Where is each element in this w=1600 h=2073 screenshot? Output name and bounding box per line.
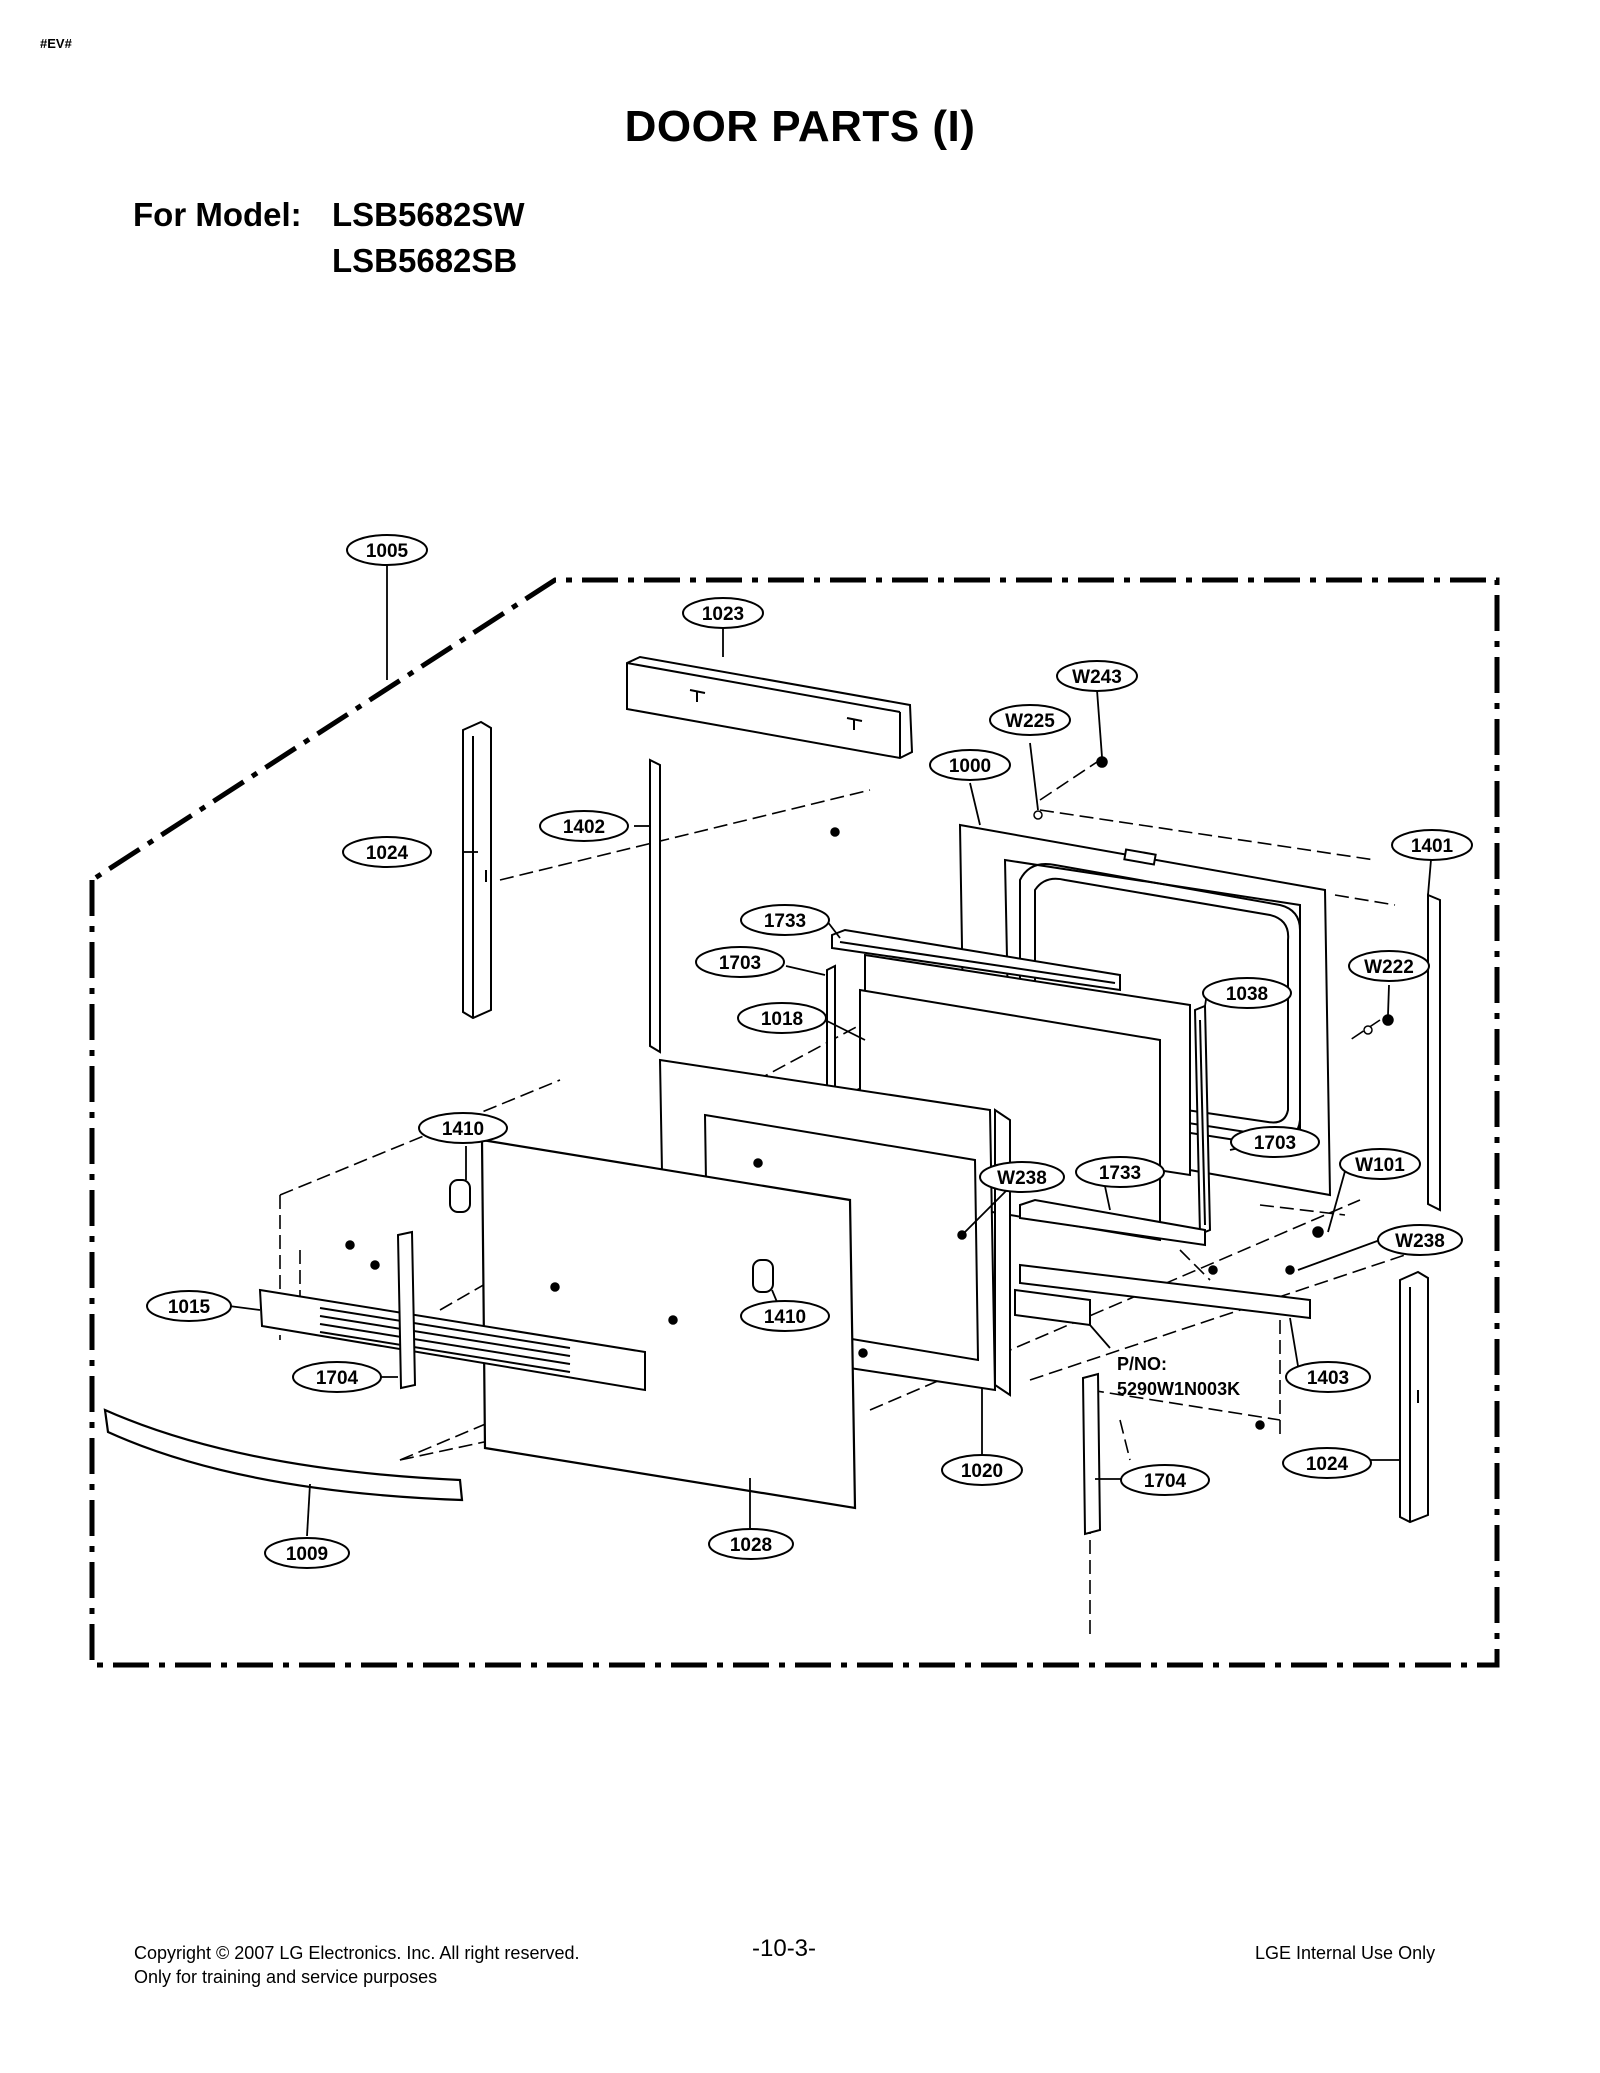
callout-1028 (708, 1528, 794, 1560)
callout-label: W101 (1355, 1155, 1405, 1176)
callout-label: 1015 (168, 1297, 211, 1318)
callout-label: 1704 (1144, 1471, 1187, 1492)
callout-1038 (1202, 977, 1292, 1009)
callout-label: W238 (1395, 1231, 1445, 1252)
callout-1015 (146, 1290, 232, 1322)
model-label: For Model: (133, 196, 302, 233)
callout-label: 1009 (286, 1544, 328, 1565)
callout-label: 1024 (366, 843, 409, 864)
pno-label: P/NO: (1117, 1354, 1167, 1374)
page-number: -10-3- (752, 1935, 817, 1962)
callout-label: W225 (1005, 711, 1055, 732)
callout-label: 1410 (442, 1119, 484, 1140)
callout-1704-right (1120, 1464, 1210, 1496)
callout-label: 1733 (764, 911, 806, 932)
callout-1020 (941, 1454, 1023, 1486)
callout-1704-left (292, 1361, 382, 1393)
callout-w225 (989, 704, 1071, 736)
bottom-rail (1019, 1198, 1206, 1247)
top-bar (626, 655, 914, 760)
page-title: DOOR PARTS (I) (624, 102, 976, 151)
footer-copyright: Copyright © 2007 LG Electronics. Inc. Al… (134, 1943, 580, 1963)
callout-1401 (1391, 829, 1473, 861)
callout-label: W243 (1072, 667, 1122, 688)
callout-w238-right (1377, 1224, 1463, 1256)
model-number-2: LSB5682SB (332, 242, 518, 279)
callout-1018 (737, 1002, 827, 1034)
callout-label: 1704 (316, 1368, 359, 1389)
callout-1410-top (418, 1112, 508, 1144)
callout-label: 1020 (961, 1461, 1003, 1482)
callout-label: 1402 (563, 817, 605, 838)
pno-value: 5290W1N003K (1117, 1379, 1240, 1399)
part-number-annotation: P/NO: 5290W1N003K (1117, 1354, 1240, 1399)
side-bar-left (462, 720, 492, 1020)
callout-label: 1403 (1307, 1368, 1349, 1389)
callout-label: W238 (997, 1168, 1047, 1189)
model-number-1: LSB5682SW (332, 196, 525, 233)
callout-w101 (1339, 1148, 1421, 1180)
footer-internal-note: LGE Internal Use Only (1255, 1943, 1436, 1963)
callout-label: 1024 (1306, 1454, 1349, 1475)
footer-training-note: Only for training and service purposes (134, 1967, 438, 1987)
callout-label: 1401 (1411, 836, 1454, 857)
door-handle (103, 1408, 464, 1502)
callout-1703-right (1230, 1126, 1320, 1158)
side-bar-right (1399, 1270, 1429, 1524)
top-rail (831, 928, 1121, 992)
callout-label: 1018 (761, 1009, 803, 1030)
assembly-boundary (89, 577, 1500, 1668)
callout-labels: 1005 1023 W243 W225 1000 1024 1402 1401 … (168, 541, 1454, 1565)
spacers (449, 1179, 774, 1293)
callout-1410-bottom (740, 1300, 830, 1332)
callout-1024-top (342, 836, 432, 868)
callout-label: 1028 (730, 1535, 772, 1556)
side-strip-right (1427, 893, 1441, 1212)
vent-panel (258, 1288, 646, 1392)
callout-label: 1038 (1226, 984, 1268, 1005)
callout-label: W222 (1364, 957, 1414, 978)
screws (345, 756, 1394, 1430)
callout-w243 (1056, 660, 1138, 692)
hinges (396, 1230, 1102, 1536)
callout-1009 (264, 1537, 350, 1569)
callout-label: 1733 (1099, 1163, 1141, 1184)
spacer-bar (1014, 1288, 1091, 1327)
callout-1000 (929, 749, 1011, 781)
corner-tag: #EV# (40, 36, 72, 51)
callout-1402 (539, 810, 629, 842)
callout-label: 1005 (366, 541, 409, 562)
callout-label: 1410 (764, 1307, 806, 1328)
callout-label: 1703 (719, 953, 761, 974)
callout-label: 1000 (949, 756, 991, 777)
side-strip-left (649, 758, 661, 1054)
callout-1703-left (695, 946, 785, 978)
callout-1005 (346, 534, 428, 566)
callout-label: 1703 (1254, 1133, 1296, 1154)
callout-1023 (682, 597, 764, 629)
callout-ovals (146, 534, 1473, 1569)
callout-label: 1023 (702, 604, 744, 625)
callout-1733-top (740, 904, 830, 936)
callout-1403 (1285, 1361, 1371, 1393)
callout-1024-bottom (1282, 1447, 1372, 1479)
callout-w238-center (979, 1161, 1065, 1193)
bottom-rail-long (1019, 1263, 1311, 1320)
callout-1733-bottom (1075, 1156, 1165, 1188)
callout-w222 (1348, 950, 1430, 982)
